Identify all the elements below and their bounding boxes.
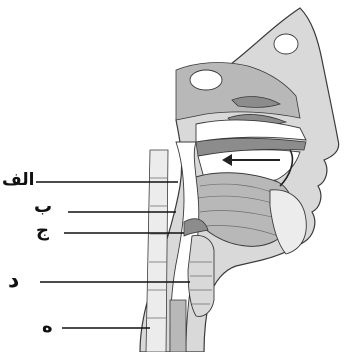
frontal-sinus [274,34,298,54]
label-dal: د [8,270,19,292]
sphenoid-sinus [190,70,222,90]
label-he: ه [42,318,53,336]
label-jim: ج [36,222,49,240]
label-be: ب [34,198,52,216]
vertebral-column [146,150,168,352]
esophagus [170,300,186,352]
label-alef: الف [2,172,34,189]
